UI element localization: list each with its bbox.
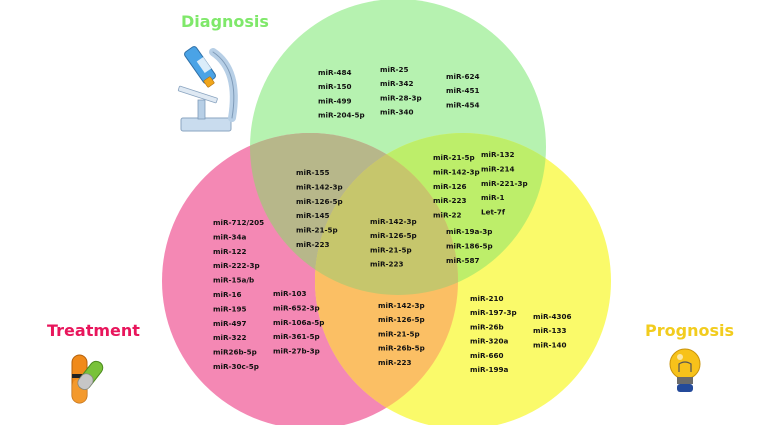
mirna-label: miR-25	[380, 65, 408, 74]
diagnosis-prognosis-group-3: miR-19a-3p miR-186-5p miR-587	[446, 227, 493, 265]
treatment-only-group-1: miR-712/205 miR-34a miR-122 miR-222-3p miR-1…	[213, 218, 264, 371]
mirna-label: miR-1	[481, 193, 504, 202]
lightbulb-icon	[669, 348, 701, 392]
mirna-label: miR-214	[481, 164, 514, 173]
mirna-label: miR-126-5p	[296, 197, 343, 206]
mirna-label: miR-4306	[533, 312, 571, 321]
mirna-label: miR-624	[446, 72, 479, 81]
mirna-label: miR-21-5p	[433, 153, 475, 162]
mirna-label: miR-155	[296, 168, 329, 177]
mirna-label: miR-195	[213, 304, 246, 313]
mirna-label: miR-484	[318, 68, 351, 77]
diagnosis-only-group-1: miR-484 miR-150 miR-499 miR-204-5p	[318, 68, 365, 120]
mirna-label: miR-26b	[470, 322, 504, 331]
mirna-label: miR-19a-3p	[446, 227, 492, 236]
mirna-label: miR-15a/b	[213, 276, 254, 285]
mirna-label: miR-499	[318, 96, 351, 105]
mirna-label: miR-197-3p	[470, 308, 517, 317]
prognosis-only-group-1: miR-210 miR-197-3p miR-26b miR-320a miR-660 m…	[470, 294, 517, 374]
mirna-label: miR-497	[213, 319, 246, 328]
mirna-label: miR-652-3p	[273, 303, 320, 312]
mirna-label: miR-186-5p	[446, 241, 493, 250]
mirna-label: miR-22	[433, 211, 461, 220]
mirna-label: miR-26b-5p	[378, 344, 425, 353]
treatment-only-group-2: miR-103 miR-652-3p miR-106a-5p miR-361-5p mi…	[273, 289, 324, 356]
mirna-label: miR-16	[213, 290, 241, 299]
mirna-label: miR-103	[273, 289, 306, 298]
mirna-label: miR-361-5p	[273, 332, 320, 341]
mirna-label: miR-140	[533, 340, 566, 349]
mirna-label: miR-150	[318, 82, 351, 91]
diagnosis-prognosis-group-1: miR-21-5p miR-142-3p miR-126 miR-223 miR-22	[433, 153, 480, 220]
all-three-group: miR-142-3p miR-126-5p miR-21-5p miR-223	[370, 217, 417, 269]
mirna-label: miR-126-5p	[370, 231, 417, 240]
mirna-label: Let-7f	[481, 208, 506, 217]
mirna-label: miR-30c-5p	[213, 362, 259, 371]
mirna-label: miR-223	[296, 240, 329, 249]
capsule-icon	[71, 354, 104, 404]
mirna-label: miR-126	[433, 182, 466, 191]
mirna-label: miR-587	[446, 256, 479, 265]
mirna-label: miR-122	[213, 247, 246, 256]
mirna-label: miR-142-3p	[370, 217, 417, 226]
mirna-label: miR-142-3p	[296, 182, 343, 191]
mirna-label: miR-222-3p	[213, 261, 260, 270]
diagnosis-title: Diagnosis	[181, 12, 269, 31]
prognosis-title: Prognosis	[645, 321, 734, 340]
mirna-label: miR-712/205	[213, 218, 264, 227]
diagnosis-only-group-3: miR-624 miR-451 miR-454	[446, 72, 479, 109]
mirna-label: miR-132	[481, 150, 514, 159]
treatment-title: Treatment	[47, 321, 140, 340]
mirna-label: miR26b-5p	[213, 348, 257, 357]
mirna-label: miR-21-5p	[378, 329, 420, 338]
mirna-label: miR-28-3p	[380, 93, 422, 102]
mirna-label: miR-660	[470, 351, 503, 360]
mirna-label: miR-106a-5p	[273, 318, 324, 327]
mirna-label: miR-322	[213, 333, 246, 342]
mirna-label: miR-210	[470, 294, 503, 303]
mirna-label: miR-142-3p	[378, 301, 425, 310]
mirna-label: miR-21-5p	[296, 226, 338, 235]
mirna-label: miR-221-3p	[481, 179, 528, 188]
mirna-label: miR-223	[433, 196, 466, 205]
mirna-label: miR-340	[380, 108, 413, 117]
mirna-label: miR-133	[533, 326, 566, 335]
mirna-label: miR-142-3p	[433, 167, 480, 176]
prognosis-only-group-2: miR-4306 miR-133 miR-140	[533, 312, 571, 349]
diagnosis-treatment-group: miR-155 miR-142-3p miR-126-5p miR-145 miR-21…	[296, 168, 343, 249]
mirna-label: miR-320a	[470, 337, 508, 346]
mirna-label: miR-223	[370, 260, 403, 269]
mirna-label: miR-126-5p	[378, 315, 425, 324]
mirna-label: miR-27b-3p	[273, 347, 320, 356]
all-three-overlap	[315, 133, 458, 295]
mirna-label: miR-223	[378, 358, 411, 367]
mirna-label: miR-342	[380, 79, 413, 88]
mirna-label: miR-451	[446, 86, 479, 95]
mirna-label: miR-204-5p	[318, 111, 365, 120]
mirna-label: miR-21-5p	[370, 245, 412, 254]
mirna-label: miR-34a	[213, 232, 246, 241]
mirna-label: miR-199a	[470, 365, 508, 374]
diagnosis-only-group-2: miR-25 miR-342 miR-28-3p miR-340	[380, 65, 422, 117]
microscope-icon	[177, 46, 238, 132]
mirna-label: miR-145	[296, 211, 329, 220]
treatment-prognosis-group: miR-142-3p miR-126-5p miR-21-5p miR-26b-5p m…	[378, 301, 425, 367]
mirna-label: miR-454	[446, 100, 479, 109]
